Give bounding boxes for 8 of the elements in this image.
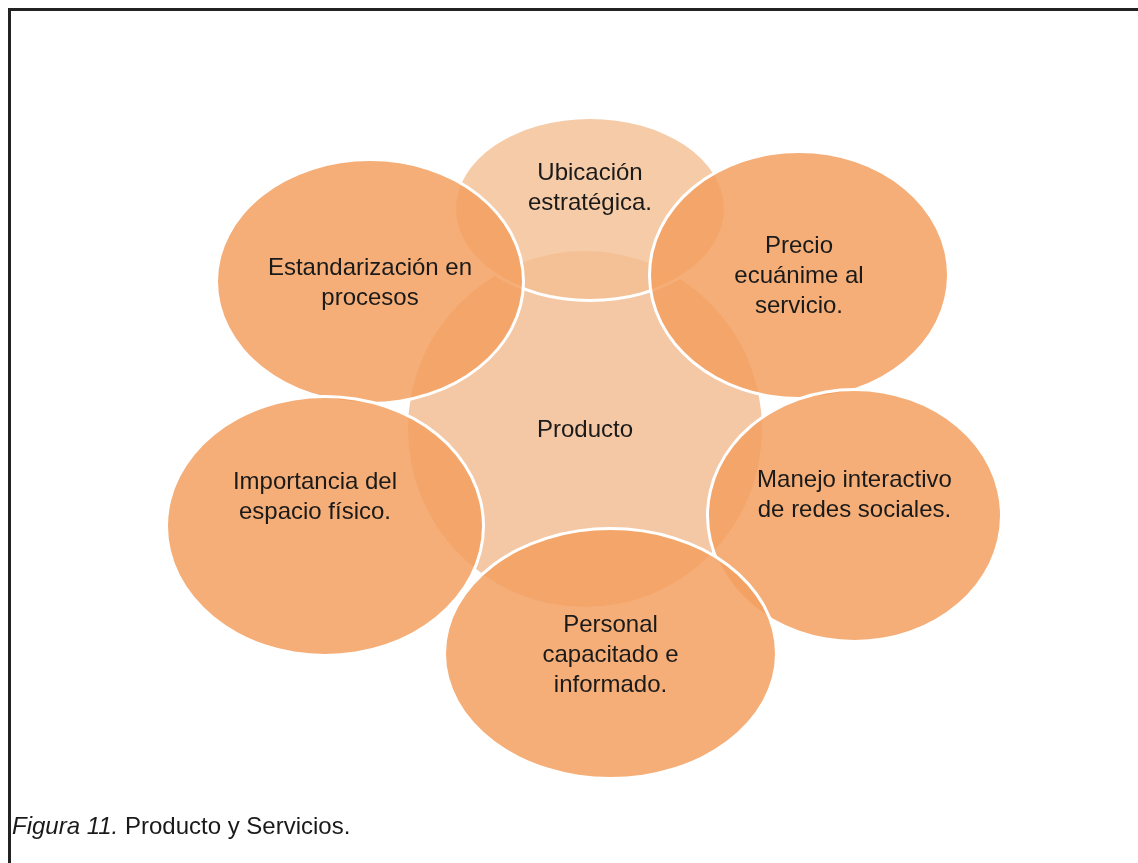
node-label: Manejo interactivo de redes sociales. — [756, 463, 953, 524]
node-label: Producto — [535, 414, 635, 444]
node-label: Ubicación estratégica. — [526, 157, 654, 217]
figure-caption: Figura 11. Producto y Servicios. — [12, 811, 351, 841]
node-label: Personal capacitado e informado. — [541, 608, 680, 699]
node-label: Importancia del espacio físico. — [231, 466, 399, 526]
node-label: Precio ecuánime al servicio. — [733, 230, 865, 320]
node-label: Estandarización en procesos — [266, 251, 474, 312]
